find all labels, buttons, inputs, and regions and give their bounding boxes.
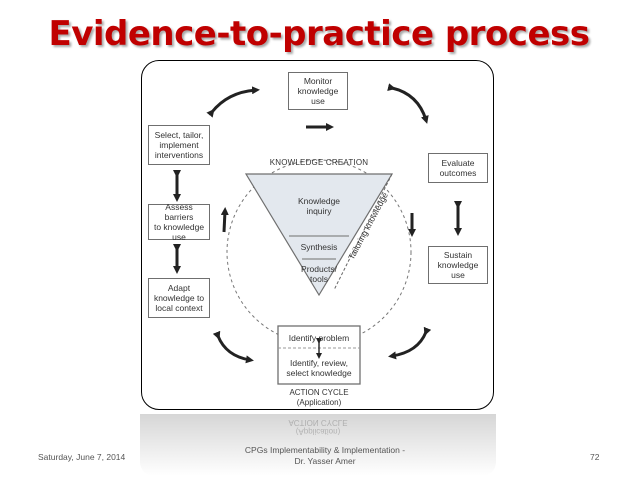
monitor-knowledge-use-box: Monitor knowledge use xyxy=(288,72,348,110)
outer-arrow-top-left xyxy=(206,86,260,118)
knowledge-inquiry-label: Knowledge inquiry xyxy=(297,196,341,216)
outer-arrow-top-right xyxy=(387,83,429,124)
synthesis-label: Synthesis xyxy=(300,242,338,252)
slide-title: Evidence-to-practice process xyxy=(48,14,590,54)
adapt-knowledge-box: Adapt knowledge to local context xyxy=(148,278,210,318)
products-tools-label: Products/ tools xyxy=(301,264,337,284)
footer-page-number: 72 xyxy=(590,452,600,462)
knowledge-funnel xyxy=(244,173,394,297)
assess-barriers-box: Assess barriers to knowledge use xyxy=(148,202,210,242)
evaluate-outcomes-box: Evaluate outcomes xyxy=(428,153,488,183)
outer-arrow-bottom-right xyxy=(388,326,432,360)
frame-reflection: (Application) ACTION CYCLE xyxy=(140,414,496,476)
outer-arrow-bottom-left xyxy=(212,330,254,364)
footer-center-line2: Dr. Yasser Amer xyxy=(294,456,356,466)
identify-review-select-label: Identify, review, select knowledge xyxy=(286,358,352,378)
tailoring-dashed-line xyxy=(333,173,393,291)
sustain-knowledge-use-box: Sustain knowledge use xyxy=(428,246,488,284)
action-cycle-label: ACTION CYCLE (Application) xyxy=(289,388,349,407)
knowledge-creation-label: KNOWLEDGE CREATION xyxy=(269,158,369,167)
footer-center-text: CPGs Implementability & Implementation -… xyxy=(210,445,440,467)
identify-problem-label: Identify problem xyxy=(288,333,350,343)
footer-center-line1: CPGs Implementability & Implementation - xyxy=(244,445,406,455)
inner-arrow-left xyxy=(220,207,229,233)
footer-date: Saturday, June 7, 2014 xyxy=(38,452,126,462)
select-tailor-implement-box: Select, tailor, implement interventions xyxy=(148,125,210,165)
